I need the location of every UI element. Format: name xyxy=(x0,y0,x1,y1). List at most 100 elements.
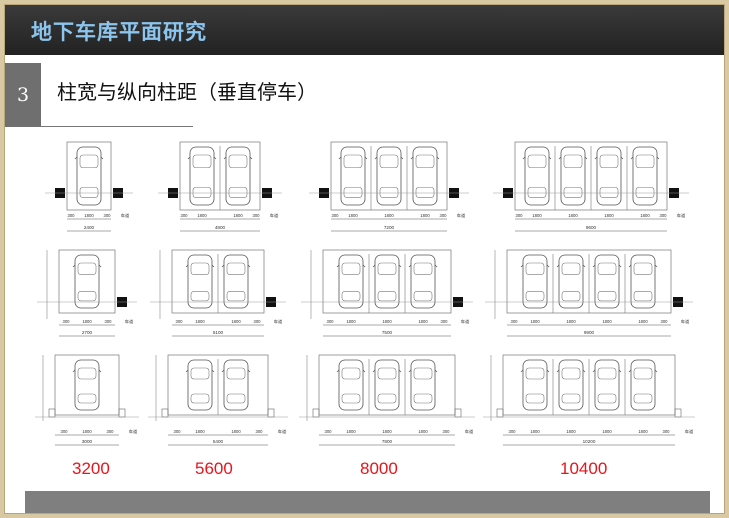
car-r2c2-1 xyxy=(187,254,213,309)
car-r3c2-1-mirror-l xyxy=(185,369,189,373)
car-r2c4-1-rearglass xyxy=(525,291,545,302)
car-r2c3-1-rearglass xyxy=(341,291,361,302)
car-r1c3-1-mirror-l xyxy=(338,156,342,160)
car-r2c4-2-mirror-l xyxy=(556,264,560,268)
dim-space-r3c3-1: 1800 xyxy=(346,429,356,434)
dim-small-left-r2c2: 300 xyxy=(176,319,184,324)
car-r3c3-1-mirror-l xyxy=(336,369,340,373)
car-r1c3-2 xyxy=(376,146,402,206)
dim-space-r3c1-1: 1800 xyxy=(82,429,92,434)
car-r2c2-2-mirror-r xyxy=(247,264,251,268)
dim-space-r1c2-1: 1800 xyxy=(197,213,207,218)
car-r1c2-1-rearglass xyxy=(192,186,212,198)
car-r1c4-3 xyxy=(596,146,622,206)
car-r1c1-1-rearglass xyxy=(79,186,99,198)
car-r1c3-3 xyxy=(412,146,438,206)
dim-space-r2c1-1: 1800 xyxy=(82,319,92,324)
pilaster-left-r3c1 xyxy=(48,408,56,418)
lane-label-r3c2: 车道 xyxy=(278,428,287,435)
dim-space-r3c4-2: 1800 xyxy=(566,429,576,434)
car-r1c4-2-rearglass xyxy=(563,186,583,198)
car-r1c4-2-windshield xyxy=(563,154,583,169)
page-title: 地下车库平面研究 xyxy=(31,20,207,44)
car-r2c1-1-rearglass xyxy=(77,291,97,302)
car-r3c4-4-mirror-l xyxy=(628,369,632,373)
car-r3c3-3 xyxy=(410,359,436,411)
lane-label-r2c2: 车道 xyxy=(274,318,283,325)
car-r3c3-1-rearglass xyxy=(341,393,361,404)
caption-2: 5600 xyxy=(195,459,233,478)
car-r3c2-2-mirror-l xyxy=(221,369,225,373)
car-r3c4-1 xyxy=(522,359,548,411)
lane-label-r2c3: 车道 xyxy=(461,318,470,325)
pilaster-right-r3c2 xyxy=(267,408,275,418)
lane-label-r3c1: 车道 xyxy=(129,428,138,435)
car-r2c4-3-mirror-r xyxy=(618,264,622,268)
car-r1c3-3-mirror-l xyxy=(410,156,414,160)
car-r1c3-3-rearglass xyxy=(415,186,435,198)
car-r1c4-4-windshield xyxy=(635,154,655,169)
car-r1c1-1-windshield xyxy=(79,154,99,169)
dim-small-left-r3c1: 300 xyxy=(61,429,69,434)
car-r2c1-1-mirror-r xyxy=(98,264,102,268)
car-r1c3-1-mirror-r xyxy=(364,156,368,160)
dim-space-r2c4-1: 1800 xyxy=(530,319,540,324)
car-r2c4-2-mirror-r xyxy=(582,264,586,268)
car-r1c3-2-mirror-l xyxy=(374,156,378,160)
car-r3c3-2-mirror-r xyxy=(398,369,402,373)
lane-label-r3c3: 车道 xyxy=(465,428,474,435)
dim-small-right-r1c3: 300 xyxy=(440,213,448,218)
dim-small-right-r3c3: 300 xyxy=(443,429,451,434)
dim-small-right-r1c2: 300 xyxy=(253,213,261,218)
car-r2c3-3-windshield xyxy=(413,262,433,275)
total-label-r1c2: 4800 xyxy=(215,225,226,230)
dim-space-r2c4-4: 1800 xyxy=(638,319,648,324)
dim-small-left-r2c1: 300 xyxy=(63,319,71,324)
car-r1c3-3-mirror-r xyxy=(436,156,440,160)
car-r1c4-2-mirror-l xyxy=(558,156,562,160)
dim-space-r1c4-3: 1800 xyxy=(604,213,614,218)
dim-space-r2c3-3: 1800 xyxy=(418,319,428,324)
dim-small-right-r1c1: 300 xyxy=(104,213,112,218)
car-r3c1-1-windshield xyxy=(77,367,97,380)
lane-label-r2c4: 车道 xyxy=(681,318,690,325)
dim-space-r2c3-1: 1800 xyxy=(346,319,356,324)
total-label-r2c4: 9900 xyxy=(584,330,595,335)
car-r1c3-2-windshield xyxy=(379,154,399,169)
car-r3c4-2-mirror-l xyxy=(556,369,560,373)
caption-1: 3200 xyxy=(72,459,110,478)
car-r3c3-1-mirror-r xyxy=(362,369,366,373)
car-r3c2-2-windshield xyxy=(226,367,246,380)
car-r1c2-1-mirror-l xyxy=(187,156,191,160)
car-r3c3-2-windshield xyxy=(377,367,397,380)
dim-small-right-r2c1: 300 xyxy=(105,319,113,324)
bay-r3c1 xyxy=(54,354,120,416)
pilaster-right-r3c1 xyxy=(118,408,126,418)
car-r2c3-3 xyxy=(410,254,436,309)
dim-small-right-r3c2: 300 xyxy=(256,429,264,434)
dim-small-left-r3c2: 300 xyxy=(174,429,182,434)
car-r2c2-2-mirror-l xyxy=(221,264,225,268)
car-r3c4-1-windshield xyxy=(525,367,545,380)
dim-space-r3c4-1: 1800 xyxy=(530,429,540,434)
car-r3c4-1-mirror-r xyxy=(546,369,550,373)
car-r3c3-3-rearglass xyxy=(413,393,433,404)
dim-space-r3c2-2: 1800 xyxy=(231,429,241,434)
car-r3c4-4-windshield xyxy=(633,367,653,380)
car-r1c4-2 xyxy=(560,146,586,206)
car-r1c2-1 xyxy=(189,146,215,206)
car-r3c2-1-rearglass xyxy=(190,393,210,404)
car-r1c4-3-mirror-l xyxy=(594,156,598,160)
car-r1c1-1 xyxy=(76,146,102,206)
car-r2c3-2-rearglass xyxy=(377,291,397,302)
dim-small-left-r1c3: 300 xyxy=(332,213,340,218)
section-number: 3 xyxy=(5,63,41,127)
car-r3c1-1 xyxy=(74,359,100,411)
car-r2c2-2-rearglass xyxy=(226,291,246,302)
car-r3c1-1-mirror-r xyxy=(98,369,102,373)
car-r3c2-1 xyxy=(187,359,213,411)
dim-small-right-r2c2: 300 xyxy=(254,319,262,324)
car-r3c2-1-windshield xyxy=(190,367,210,380)
car-r2c3-3-mirror-l xyxy=(408,264,412,268)
car-r3c4-2-rearglass xyxy=(561,393,581,404)
